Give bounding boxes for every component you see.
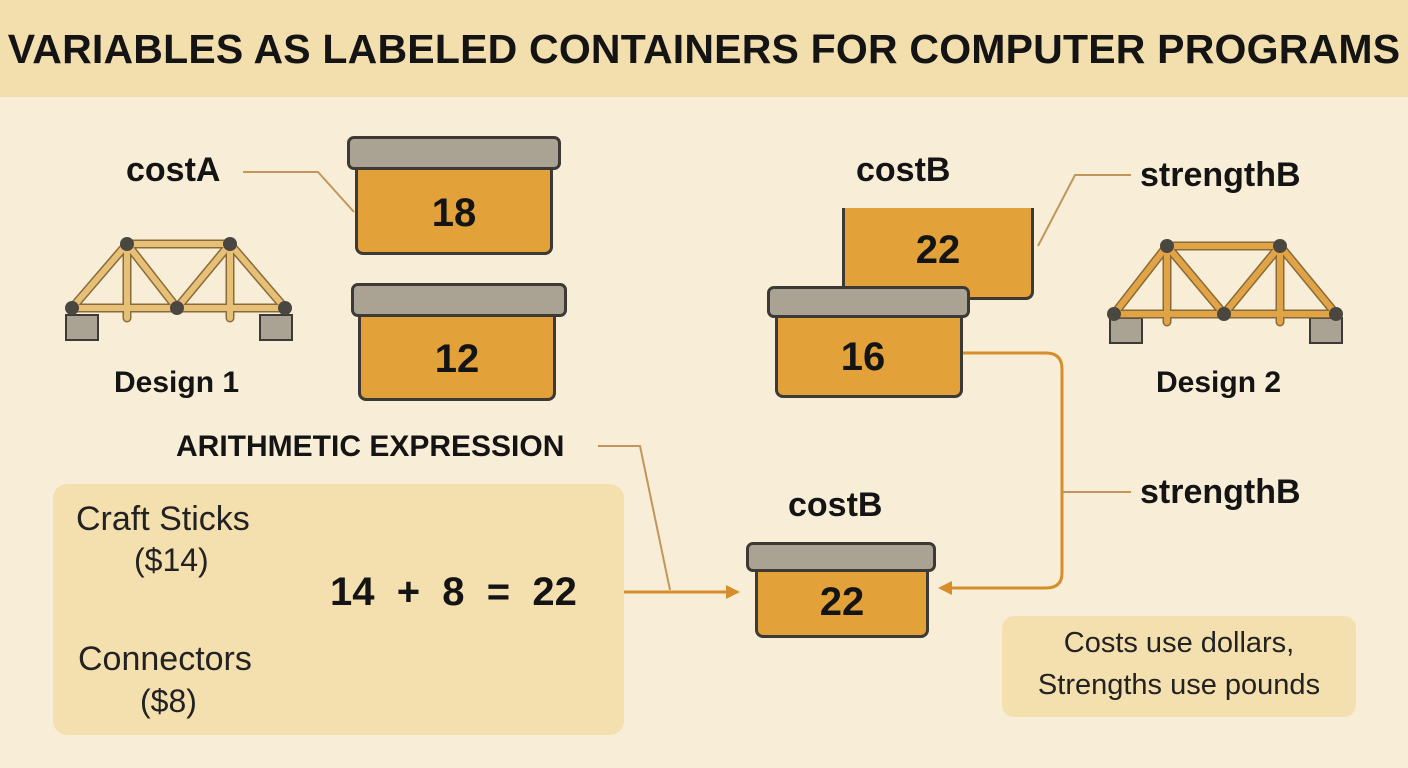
label-arithmetic-expression: ARITHMETIC EXPRESSION xyxy=(176,430,565,463)
container-value: 12 xyxy=(434,337,480,381)
strength-route-line xyxy=(938,351,1064,595)
container-value: 22 xyxy=(915,228,961,272)
expression-formula: 14 + 8 = 22 xyxy=(330,570,577,614)
container-result: 22 xyxy=(755,563,929,638)
label-design-2: Design 2 xyxy=(1156,366,1282,399)
title-band xyxy=(0,0,1408,97)
container-cost-a: 18 xyxy=(355,160,553,255)
container-lid xyxy=(767,286,970,318)
page-title: VARIABLES AS LABELED CONTAINERS FOR COMP… xyxy=(7,26,1401,72)
container-value: 22 xyxy=(819,580,865,624)
container-lid xyxy=(746,542,936,572)
bridge-design-1-icon xyxy=(65,237,293,341)
container-lid xyxy=(351,283,567,317)
note-line-1: Costs use dollars, xyxy=(1063,627,1295,659)
label-cost-b-top: costB xyxy=(856,151,951,189)
leader-cost-a xyxy=(243,171,355,213)
label-cost-b-result: costB xyxy=(788,486,883,524)
container-lid xyxy=(347,136,561,170)
expression-panel xyxy=(53,484,624,735)
note-panel xyxy=(1002,616,1356,717)
note-line-2: Strengths use pounds xyxy=(1037,669,1321,701)
leader-arithmetic xyxy=(598,445,671,591)
container-value: 18 xyxy=(431,191,477,235)
leader-strength-b-top xyxy=(1037,174,1131,247)
input-craft-sticks-price: ($14) xyxy=(134,542,209,578)
container-value: 16 xyxy=(840,335,886,379)
label-cost-a: costA xyxy=(126,151,221,189)
input-craft-sticks-name: Craft Sticks xyxy=(76,500,250,538)
input-connectors-name: Connectors xyxy=(78,640,252,678)
label-strength-b-top: strengthB xyxy=(1140,156,1301,194)
label-strength-b-mid: strengthB xyxy=(1140,473,1301,511)
container-strength-b: 16 xyxy=(775,306,963,398)
input-connectors-price: ($8) xyxy=(140,683,197,719)
bridge-design-2-icon xyxy=(1107,239,1343,344)
label-design-1: Design 1 xyxy=(114,366,240,399)
container-design1-second: 12 xyxy=(358,306,556,401)
